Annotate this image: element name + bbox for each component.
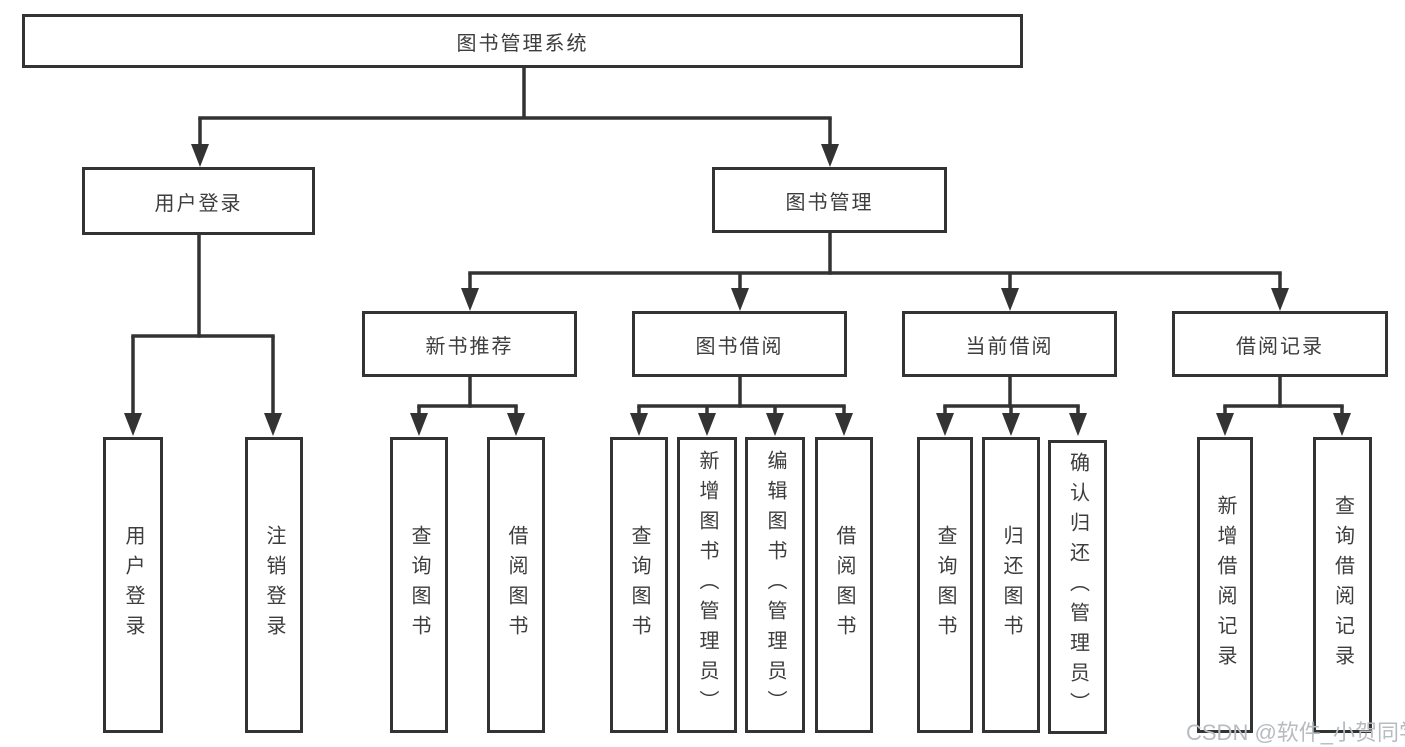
leaf-borrow-books-1-label: 借阅图书 bbox=[505, 525, 527, 645]
leaf-logout: 注销登录 bbox=[245, 437, 303, 733]
node-user-login: 用户登录 bbox=[82, 167, 315, 235]
node-new-book-recommend-label: 新书推荐 bbox=[425, 335, 514, 358]
leaf-user-login-label: 用户登录 bbox=[122, 525, 144, 645]
leaf-return-books: 归还图书 bbox=[982, 437, 1040, 733]
leaf-logout-label: 注销登录 bbox=[263, 525, 285, 645]
leaf-add-book-admin-label: 新增图书（管理员） bbox=[696, 450, 718, 720]
leaf-confirm-return-admin: 确认归还（管理员） bbox=[1048, 440, 1107, 734]
node-book-management: 图书管理 bbox=[712, 167, 947, 233]
node-library-system-label: 图书管理系统 bbox=[456, 32, 589, 55]
leaf-add-borrow-record-label: 新增借阅记录 bbox=[1214, 495, 1236, 675]
node-current-borrow-label: 当前借阅 bbox=[965, 335, 1054, 358]
leaf-query-books-2-label: 查询图书 bbox=[628, 525, 650, 645]
node-user-login-label: 用户登录 bbox=[154, 192, 243, 215]
leaf-add-borrow-record: 新增借阅记录 bbox=[1197, 437, 1253, 733]
leaf-query-books-1-label: 查询图书 bbox=[408, 525, 430, 645]
leaf-borrow-books-2: 借阅图书 bbox=[815, 437, 873, 733]
leaf-query-borrow-record: 查询借阅记录 bbox=[1313, 437, 1372, 733]
leaf-return-books-label: 归还图书 bbox=[1000, 525, 1022, 645]
leaf-query-borrow-record-label: 查询借阅记录 bbox=[1331, 495, 1354, 675]
node-library-system: 图书管理系统 bbox=[22, 14, 1023, 68]
node-borrow-records: 借阅记录 bbox=[1172, 311, 1388, 377]
leaf-borrow-books-2-label: 借阅图书 bbox=[833, 525, 855, 645]
leaf-edit-book-admin: 编辑图书（管理员） bbox=[745, 437, 805, 733]
leaf-query-books-3-label: 查询图书 bbox=[934, 525, 956, 645]
node-borrow-records-label: 借阅记录 bbox=[1236, 335, 1324, 358]
node-book-borrow: 图书借阅 bbox=[632, 311, 847, 377]
node-book-management-label: 图书管理 bbox=[785, 191, 874, 214]
leaf-query-books-3: 查询图书 bbox=[917, 437, 973, 733]
leaf-confirm-return-admin-label: 确认归还（管理员） bbox=[1066, 452, 1089, 722]
leaf-edit-book-admin-label: 编辑图书（管理员） bbox=[764, 450, 786, 720]
leaf-query-books-1: 查询图书 bbox=[390, 437, 448, 733]
leaf-query-books-2: 查询图书 bbox=[610, 437, 668, 733]
node-book-borrow-label: 图书借阅 bbox=[695, 335, 784, 358]
leaf-borrow-books-1: 借阅图书 bbox=[487, 437, 545, 733]
watermark: CSDN @软件_小贺同学 bbox=[1186, 720, 1405, 745]
node-new-book-recommend: 新书推荐 bbox=[362, 311, 577, 377]
node-current-borrow: 当前借阅 bbox=[902, 311, 1117, 377]
leaf-user-login: 用户登录 bbox=[103, 437, 163, 733]
leaf-add-book-admin: 新增图书（管理员） bbox=[677, 437, 737, 733]
